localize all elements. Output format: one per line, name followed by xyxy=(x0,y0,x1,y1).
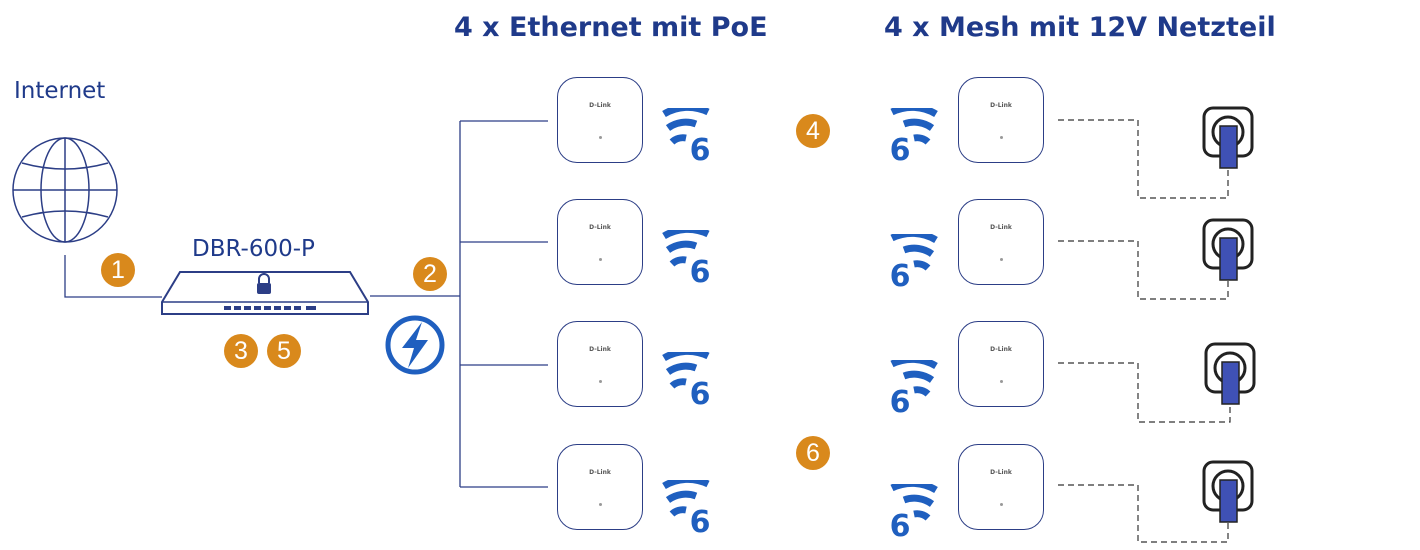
wifi6-icon: 6 xyxy=(662,108,711,164)
power-outlet-icon xyxy=(1202,106,1254,169)
ap-logo: D-Link xyxy=(589,102,611,109)
power-outlet-icon xyxy=(1204,342,1256,405)
step-badge: 5 xyxy=(267,334,301,368)
ethernet-access-point: D-Link xyxy=(557,199,643,285)
ap-logo: D-Link xyxy=(589,224,611,231)
mesh-heading: 4 x Mesh mit 12V Netzteil xyxy=(884,12,1276,43)
wifi6-icon: 6 xyxy=(662,352,711,408)
ap-logo: D-Link xyxy=(990,469,1012,476)
router-label: DBR-600-P xyxy=(192,236,315,262)
svg-text:6: 6 xyxy=(890,133,911,164)
step-badge: 3 xyxy=(224,334,258,368)
power-outlet-icon xyxy=(1202,218,1254,281)
wifi6-icon: 6 xyxy=(890,360,938,416)
wifi6-icon: 6 xyxy=(890,234,938,290)
ap-logo: D-Link xyxy=(990,224,1012,231)
step-badge: 6 xyxy=(796,436,830,470)
internet-uplink-line xyxy=(64,255,162,298)
ethernet-access-point: D-Link xyxy=(557,321,643,407)
svg-text:6: 6 xyxy=(690,133,711,164)
svg-text:6: 6 xyxy=(690,377,711,408)
ethernet-access-point: D-Link xyxy=(557,77,643,163)
power-cable-line xyxy=(1058,240,1229,300)
svg-text:6: 6 xyxy=(890,385,911,416)
mesh-access-point: D-Link xyxy=(958,199,1044,285)
mesh-access-point: D-Link xyxy=(958,77,1044,163)
svg-text:6: 6 xyxy=(890,509,911,540)
poe-lightning-icon xyxy=(385,315,445,375)
wifi6-icon: 6 xyxy=(662,230,711,286)
wifi6-icon: 6 xyxy=(890,108,938,164)
wifi6-icon: 6 xyxy=(662,480,711,536)
mesh-access-point: D-Link xyxy=(958,321,1044,407)
ethernet-heading: 4 x Ethernet mit PoE xyxy=(454,12,768,43)
power-cable-line xyxy=(1058,119,1229,199)
svg-text:6: 6 xyxy=(890,259,911,290)
ethernet-access-point: D-Link xyxy=(557,444,643,530)
ap-logo: D-Link xyxy=(990,346,1012,353)
wifi6-icon: 6 xyxy=(890,484,938,540)
ap-logo: D-Link xyxy=(589,346,611,353)
ap-logo: D-Link xyxy=(990,102,1012,109)
step-badge: 2 xyxy=(413,257,447,291)
power-cable-line xyxy=(1058,362,1231,423)
step-badge: 4 xyxy=(796,114,830,148)
globe-icon xyxy=(12,137,118,243)
power-cable-line xyxy=(1058,484,1229,543)
power-outlet-icon xyxy=(1202,460,1254,523)
internet-label: Internet xyxy=(14,78,106,104)
router-icon xyxy=(161,271,369,315)
svg-text:6: 6 xyxy=(690,505,711,536)
svg-text:6: 6 xyxy=(690,255,711,286)
mesh-access-point: D-Link xyxy=(958,444,1044,530)
lock-icon xyxy=(257,273,271,294)
step-badge: 1 xyxy=(101,253,135,287)
ap-logo: D-Link xyxy=(589,469,611,476)
